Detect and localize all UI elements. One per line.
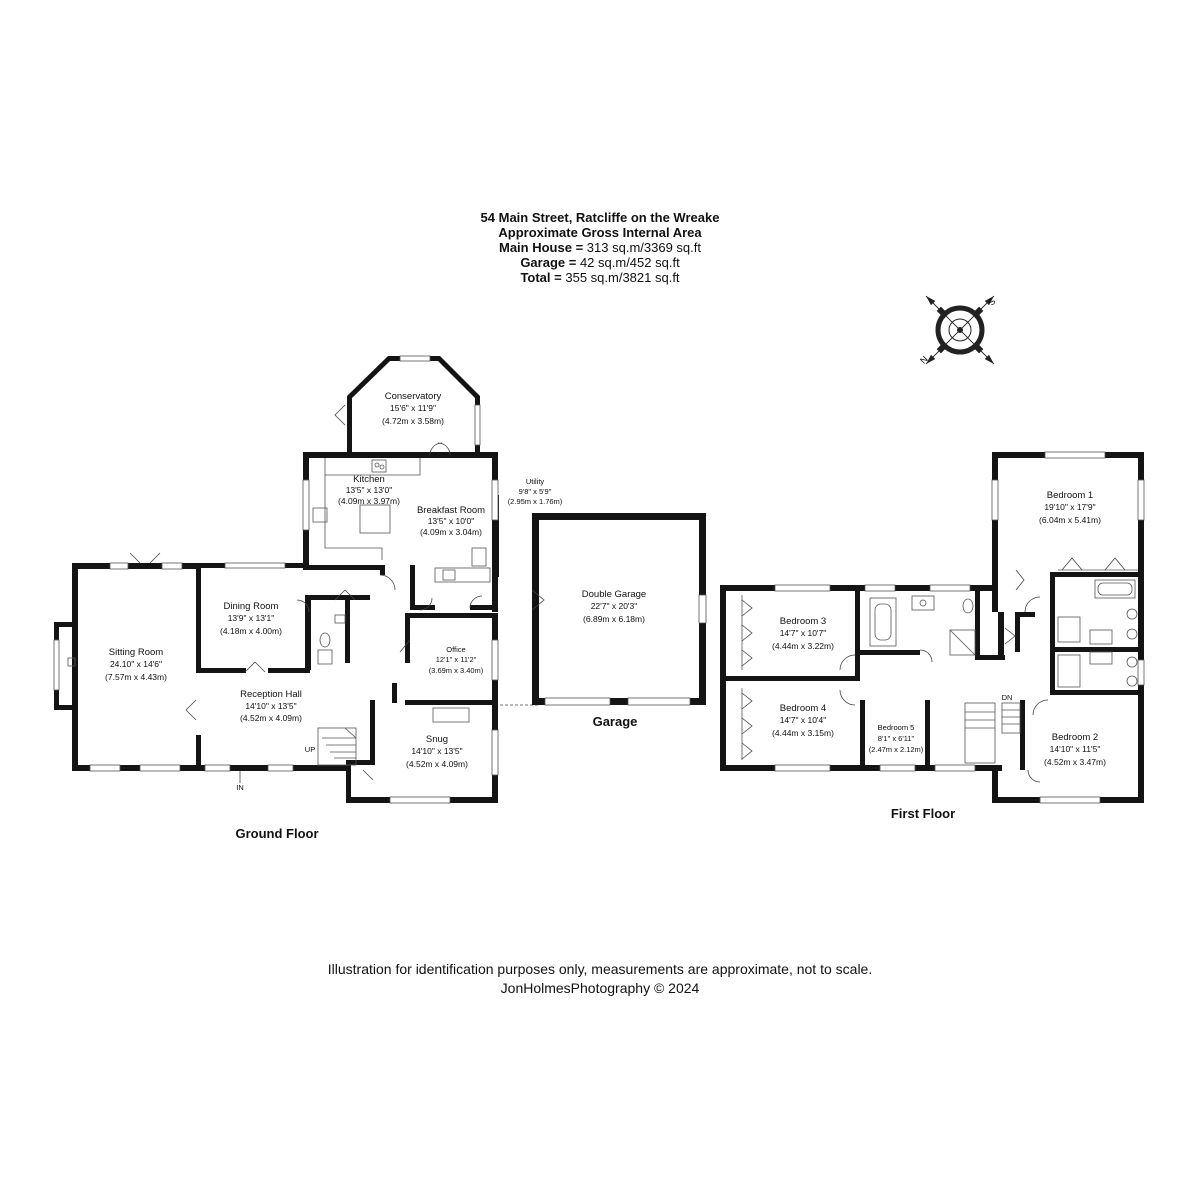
- ground-floor-fixtures: [67, 404, 540, 783]
- room-imperial: 9'8" x 5'9": [519, 487, 552, 496]
- room-bedroom-3: Bedroom 3 14'7" x 10'7" (4.44m x 3.22m): [772, 616, 834, 651]
- room-imperial: 14'10" x 13'5": [245, 701, 296, 711]
- room-snug: Snug 14'10" x 13'5" (4.52m x 4.09m): [406, 734, 468, 769]
- room-name: Bedroom 5: [878, 723, 915, 732]
- room-metric: (4.09m x 3.04m): [420, 527, 482, 537]
- room-name: Bedroom 4: [780, 703, 826, 714]
- room-bedroom-1: Bedroom 1 19'10" x 17'9" (6.04m x 5.41m): [1039, 490, 1101, 525]
- room-metric: (4.44m x 3.15m): [772, 728, 834, 738]
- room-name: Double Garage: [582, 589, 646, 600]
- ground-floor-label: Ground Floor: [235, 826, 318, 841]
- property-address: 54 Main Street, Ratcliffe on the Wreake: [480, 210, 720, 225]
- garage-area: Garage = 42 sq.m/452 sq.ft: [520, 255, 680, 270]
- room-bedroom-4: Bedroom 4 14'7" x 10'4" (4.44m x 3.15m): [772, 703, 834, 738]
- compass-rose-icon: N S: [918, 295, 998, 366]
- room-imperial: 13'9" x 13'1": [228, 613, 275, 623]
- room-conservatory: Conservatory 15'6" x 11'9" (4.72m x 3.58…: [382, 391, 444, 426]
- entrance-label: IN: [236, 783, 244, 792]
- compass-n-label: N: [918, 354, 930, 366]
- room-name: Kitchen: [353, 474, 385, 485]
- room-metric: (4.18m x 4.00m): [220, 626, 282, 636]
- room-bedroom-2: Bedroom 2 14'10" x 11'5" (4.52m x 3.47m): [1044, 732, 1106, 767]
- room-metric: (4.52m x 4.09m): [240, 713, 302, 723]
- stairs-up-label: UP: [305, 745, 315, 754]
- garage-label: Garage: [593, 714, 638, 729]
- room-metric: (2.47m x 2.12m): [869, 745, 924, 754]
- room-metric: (4.09m x 3.97m): [338, 496, 400, 506]
- room-imperial: 14'7" x 10'7": [780, 628, 827, 638]
- room-metric: (2.95m x 1.76m): [508, 497, 563, 506]
- copyright-text: JonHolmesPhotography © 2024: [500, 980, 700, 996]
- room-name: Breakfast Room: [417, 505, 485, 516]
- first-floor-label: First Floor: [891, 806, 955, 821]
- room-imperial: 13'5" x 10'0": [428, 516, 475, 526]
- room-bedroom-5: Bedroom 5 8'1" x 6'11" (2.47m x 2.12m): [869, 723, 924, 754]
- room-name: Reception Hall: [240, 689, 302, 700]
- room-office: Office 12'1" x 11'2" (3.69m x 3.40m): [429, 645, 484, 675]
- room-imperial: 14'7" x 10'4": [780, 715, 827, 725]
- room-imperial: 24.10" x 14'6": [110, 659, 162, 669]
- plan-footer: Illustration for identification purposes…: [200, 960, 1000, 998]
- area-subtitle: Approximate Gross Internal Area: [498, 225, 702, 240]
- room-double-garage: Double Garage 22'7" x 20'3" (6.89m x 6.1…: [582, 589, 646, 624]
- first-floor-windows: [774, 451, 1145, 804]
- room-name: Dining Room: [224, 601, 279, 612]
- room-imperial: 14'10" x 11'5": [1050, 744, 1101, 754]
- room-metric: (4.52m x 3.47m): [1044, 757, 1106, 767]
- room-imperial: 8'1" x 6'11": [878, 734, 915, 743]
- total-area: Total = 355 sq.m/3821 sq.ft: [520, 270, 680, 285]
- room-name: Bedroom 3: [780, 616, 826, 627]
- room-kitchen: Kitchen 13'5" x 13'0" (4.09m x 3.97m): [338, 474, 400, 506]
- garage-walls: [531, 513, 707, 706]
- room-name: Sitting Room: [109, 647, 163, 658]
- room-imperial: 12'1" x 11'2": [436, 655, 477, 664]
- room-utility: Utility 9'8" x 5'9" (2.95m x 1.76m): [508, 477, 563, 506]
- room-name: Office: [446, 645, 465, 654]
- room-name: Bedroom 2: [1052, 732, 1098, 743]
- room-name: Snug: [426, 734, 448, 745]
- room-name: Bedroom 1: [1047, 490, 1093, 501]
- room-dining: Dining Room 13'9" x 13'1" (4.18m x 4.00m…: [220, 601, 282, 636]
- room-metric: (4.72m x 3.58m): [382, 416, 444, 426]
- room-metric: (4.52m x 4.09m): [406, 759, 468, 769]
- disclaimer-text: Illustration for identification purposes…: [327, 961, 873, 977]
- stairs-down-label: DN: [1002, 693, 1013, 702]
- room-reception: Reception Hall 14'10" x 13'5" (4.52m x 4…: [240, 689, 302, 723]
- room-imperial: 13'5" x 13'0": [346, 485, 393, 495]
- ground-floor-windows: [53, 355, 499, 804]
- room-metric: (6.89m x 6.18m): [583, 614, 645, 624]
- compass-s-label: S: [986, 296, 997, 307]
- room-metric: (6.04m x 5.41m): [1039, 515, 1101, 525]
- room-sitting: Sitting Room 24.10" x 14'6" (7.57m x 4.4…: [105, 647, 167, 682]
- room-metric: (4.44m x 3.22m): [772, 641, 834, 651]
- main-house-area: Main House = 313 sq.m/3369 sq.ft: [499, 240, 701, 255]
- room-breakfast: Breakfast Room 13'5" x 10'0" (4.09m x 3.…: [417, 505, 485, 537]
- plan-header: 54 Main Street, Ratcliffe on the Wreake …: [300, 210, 900, 285]
- first-floor-fixtures: [741, 557, 1138, 783]
- room-metric: (7.57m x 4.43m): [105, 672, 167, 682]
- room-imperial: 15'6" x 11'9": [390, 403, 436, 413]
- room-imperial: 22'7" x 20'3": [591, 601, 638, 611]
- room-name: Utility: [526, 477, 545, 486]
- room-name: Conservatory: [385, 391, 442, 402]
- room-imperial: 19'10" x 17'9": [1044, 502, 1095, 512]
- room-metric: (3.69m x 3.40m): [429, 666, 484, 675]
- room-imperial: 14'10" x 13'5": [411, 746, 462, 756]
